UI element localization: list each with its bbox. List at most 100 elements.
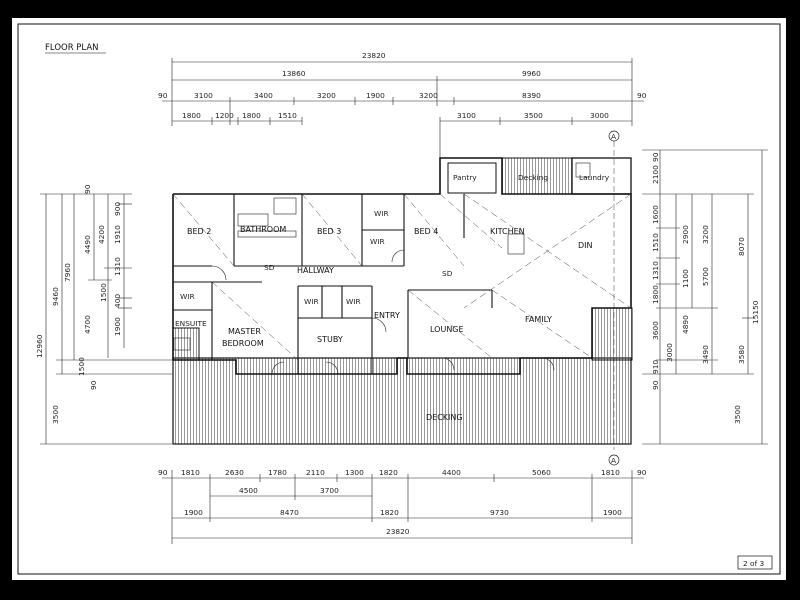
section-marker-bottom <box>608 454 620 466</box>
dim-b-5060: 5060 <box>532 468 551 477</box>
dim-8390: 8390 <box>522 91 541 100</box>
building-outline <box>172 157 633 445</box>
dim-b-9730: 9730 <box>490 508 509 517</box>
dim-r-8070: 8070 <box>737 237 746 256</box>
page-number-box <box>737 555 773 570</box>
dim-r-5700: 5700 <box>701 267 710 286</box>
room-decking-top: Decking <box>518 173 548 182</box>
room-wir-b: WIR <box>370 237 385 246</box>
dim-b-2110: 2110 <box>306 468 325 477</box>
dim-3500: 3500 <box>524 111 543 120</box>
dim-r-90-bottom: 90 <box>651 380 660 390</box>
room-lounge: LOUNGE <box>430 325 464 334</box>
page-number: 2 of 3 <box>743 559 765 568</box>
room-wir-d: WIR <box>304 297 319 306</box>
dim-b-1900-b: 1900 <box>603 508 622 517</box>
dim-r-910: 910 <box>651 360 660 374</box>
dim-l-12960: 12960 <box>35 334 44 358</box>
dim-13860: 13860 <box>282 69 306 78</box>
room-hallway: HALLWAY <box>297 266 334 275</box>
room-entry: ENTRY <box>374 311 400 320</box>
dim-l-4200: 4200 <box>97 225 106 244</box>
dim-r-3200: 3200 <box>701 225 710 244</box>
room-wir-c: WIR <box>180 292 195 301</box>
drawing-sheet: FLOOR PLAN 23820 13860 9960 90 3100 3400… <box>12 18 786 580</box>
dim-b-1810-a: 1810 <box>181 468 200 477</box>
dim-l-4490: 4490 <box>83 235 92 254</box>
bathroom-fixtures <box>173 162 591 351</box>
bottom-dimension-lines <box>162 470 644 544</box>
side-decking <box>591 307 633 361</box>
dim-1510: 1510 <box>278 111 297 120</box>
label-sd-b: SD <box>442 269 453 278</box>
dim-r-2900: 2900 <box>681 225 690 244</box>
laundry-box <box>571 157 632 195</box>
room-bed-2: BED 2 <box>187 227 211 236</box>
room-family: FAMILY <box>525 315 552 324</box>
interior-walls <box>173 194 493 374</box>
dim-90-top-left: 90 <box>158 91 168 100</box>
dim-b-1820-a: 1820 <box>379 468 398 477</box>
dim-b-1900-a: 1900 <box>184 508 203 517</box>
dim-90-top-right: 90 <box>637 91 647 100</box>
dim-l-1310: 1310 <box>113 257 122 276</box>
room-bathroom: BATHROOM <box>240 225 286 234</box>
dim-l-1900: 1900 <box>113 317 122 336</box>
dim-b-90-left: 90 <box>158 468 168 477</box>
dim-r-1510: 1510 <box>651 233 660 252</box>
rear-decking <box>172 357 632 445</box>
room-ensuite: ENSUITE <box>175 319 207 328</box>
floor-plan-drawing: FLOOR PLAN 23820 13860 9960 90 3100 3400… <box>17 23 781 575</box>
dim-r-1100: 1100 <box>681 269 690 288</box>
dim-r-2100: 2100 <box>651 165 660 184</box>
dim-1200: 1200 <box>215 111 234 120</box>
room-diagonals <box>172 193 632 361</box>
dim-b-4500: 4500 <box>239 486 258 495</box>
section-label-top: A <box>611 132 616 141</box>
dim-b-90-right: 90 <box>637 468 647 477</box>
dim-l-1910: 1910 <box>113 225 122 244</box>
drawing-title: FLOOR PLAN <box>45 43 99 53</box>
dim-r-1800: 1800 <box>651 285 660 304</box>
dim-l-900: 900 <box>113 202 122 216</box>
dim-3200-a: 3200 <box>317 91 336 100</box>
dim-r-90-top: 90 <box>651 152 660 162</box>
dim-l-9460: 9460 <box>51 287 60 306</box>
dim-l-1500: 1500 <box>99 283 108 302</box>
room-master-2: BEDROOM <box>222 339 264 348</box>
dim-l-7960: 7960 <box>63 263 72 282</box>
room-laundry: Laundry <box>579 173 610 182</box>
dim-r-3490: 3490 <box>701 345 710 364</box>
dim-b-1810-b: 1810 <box>601 468 620 477</box>
room-wir-a: WIR <box>374 209 389 218</box>
room-bed-3: BED 3 <box>317 227 341 236</box>
room-kitchen: KITCHEN <box>490 227 525 236</box>
room-decking: DECKING <box>426 413 463 422</box>
dim-b-2630: 2630 <box>225 468 244 477</box>
dim-3200-b: 3200 <box>419 91 438 100</box>
dim-r-3600: 3600 <box>651 321 660 340</box>
dim-9960: 9960 <box>522 69 541 78</box>
room-pantry: Pantry <box>453 173 477 182</box>
dim-1800-a: 1800 <box>182 111 201 120</box>
dim-3400: 3400 <box>254 91 273 100</box>
dim-b-3700: 3700 <box>320 486 339 495</box>
dim-b-1820-b: 1820 <box>380 508 399 517</box>
room-master-1: MASTER <box>228 327 261 336</box>
sheet-border <box>17 23 781 575</box>
top-dimension-lines <box>162 58 644 168</box>
dim-3100: 3100 <box>194 91 213 100</box>
room-study: STUBY <box>317 335 343 344</box>
dim-l-3500: 3500 <box>51 405 60 424</box>
dim-3000: 3000 <box>590 111 609 120</box>
pantry-box <box>447 162 497 194</box>
right-dimension-lines <box>642 149 768 445</box>
dim-l-90-top: 90 <box>83 184 92 194</box>
room-wir-e: WIR <box>346 297 361 306</box>
dim-l-400: 400 <box>113 294 122 308</box>
dim-3100-b: 3100 <box>457 111 476 120</box>
dim-r-1310: 1310 <box>651 261 660 280</box>
dim-b-1780: 1780 <box>268 468 287 477</box>
dim-r-3000: 3000 <box>665 343 674 362</box>
dim-r-3500: 3500 <box>733 405 742 424</box>
